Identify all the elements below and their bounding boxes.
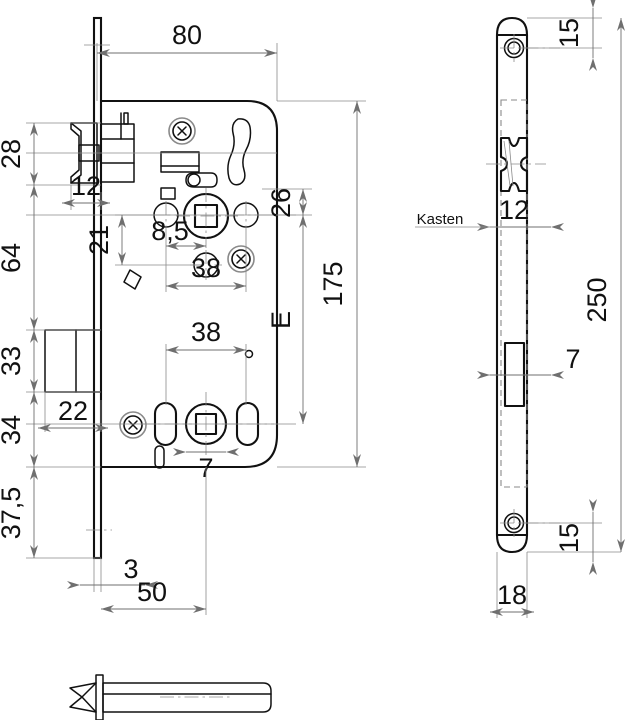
dimension-label-26: 26: [266, 188, 296, 218]
dimension-34: 34: [0, 392, 38, 467]
left-dimension-extensions: [26, 122, 101, 559]
dimension-label-3: 3: [123, 554, 138, 584]
dimension-label-7-side: 7: [565, 344, 580, 374]
bolt-profile-view: [69, 674, 272, 720]
rect-slot: [160, 151, 200, 173]
dimension-26: 26: [266, 188, 307, 218]
cam-cutout: [227, 118, 252, 186]
dimension-12-front: 12: [62, 171, 110, 210]
dimension-28: 28: [0, 123, 38, 185]
dead-bolt: [44, 329, 102, 393]
fixing-hole-right-upper: [230, 201, 262, 230]
dimension-18: 18: [490, 552, 534, 618]
screw-hole-lower-left: [119, 411, 147, 439]
dimension-8-5: 8,5: [151, 216, 206, 250]
dimension-label-15-bottom: 15: [554, 523, 584, 553]
dimension-label-175: 175: [318, 261, 348, 306]
side-view: 15 12 Kasten 7 250 15 18: [415, 0, 625, 618]
dimension-label-18: 18: [497, 580, 527, 610]
dimension-21: 21: [84, 214, 202, 266]
spindle-hole-upper: [176, 188, 238, 248]
profile-tip-inner: [81, 682, 97, 713]
dimension-label-E: E: [266, 311, 296, 329]
dimension-E: E: [266, 215, 307, 424]
dimension-label-15-top: 15: [554, 18, 584, 48]
profile-faceplate: [95, 674, 104, 720]
dimension-38-upper: 38: [165, 230, 247, 292]
case-hidden-outline: [500, 99, 528, 488]
dimension-15-bottom: 15: [520, 499, 621, 575]
dimension-label-22: 22: [58, 396, 88, 426]
lock-case-body: [99, 99, 279, 469]
lever-pin: [185, 172, 218, 188]
dimension-label-64: 64: [0, 243, 26, 273]
dimension-38-lower: 38: [165, 317, 247, 405]
deadbolt-opening: [486, 341, 546, 408]
diamond-detail: [123, 269, 142, 290]
dimension-label-28: 28: [0, 139, 26, 169]
dimension-3: 3: [67, 554, 158, 592]
dimension-22: 22: [38, 392, 108, 432]
dimension-7-side: 7: [477, 344, 581, 379]
dimension-50: 50: [101, 467, 207, 615]
faceplate: [92, 16, 103, 560]
dimension-label-34: 34: [0, 415, 26, 445]
dimension-15-top: 15: [520, 0, 602, 71]
screw-hole-top: [168, 117, 196, 145]
dimension-250: 250: [582, 18, 625, 552]
dimension-80: 80: [84, 20, 278, 101]
dimension-label-50: 50: [137, 577, 167, 607]
dot-marker: [244, 349, 254, 359]
dimension-label-12-front: 12: [71, 171, 101, 201]
dimension-64: 64: [0, 185, 38, 330]
latch-opening: [486, 136, 546, 193]
dimension-12-side: 12 Kasten: [415, 195, 564, 231]
front-view: 80 28 64 33 34 37: [0, 16, 366, 615]
screw-hole-mid: [227, 245, 255, 273]
annotation-kasten: Kasten: [417, 211, 464, 228]
dimension-37-5: 37,5: [0, 467, 38, 558]
dimension-label-37-5: 37,5: [0, 487, 26, 540]
small-oval-slot-bottom: [154, 445, 165, 469]
dimension-label-38-upper: 38: [191, 253, 221, 283]
dimension-label-38-lower: 38: [191, 317, 221, 347]
profile-body: [102, 682, 272, 713]
dimension-label-80: 80: [172, 20, 202, 50]
small-square-hole-upper: [160, 187, 176, 200]
dimension-label-12-side: 12: [499, 195, 529, 225]
dimension-33: 33: [0, 330, 38, 392]
dimension-label-250: 250: [582, 277, 612, 322]
faceplate-side-outline: [495, 16, 529, 554]
dimension-label-8-5: 8,5: [151, 216, 189, 246]
dimension-175: 175: [318, 101, 361, 467]
dimension-label-33: 33: [0, 346, 26, 376]
dimension-label-21: 21: [84, 225, 114, 255]
